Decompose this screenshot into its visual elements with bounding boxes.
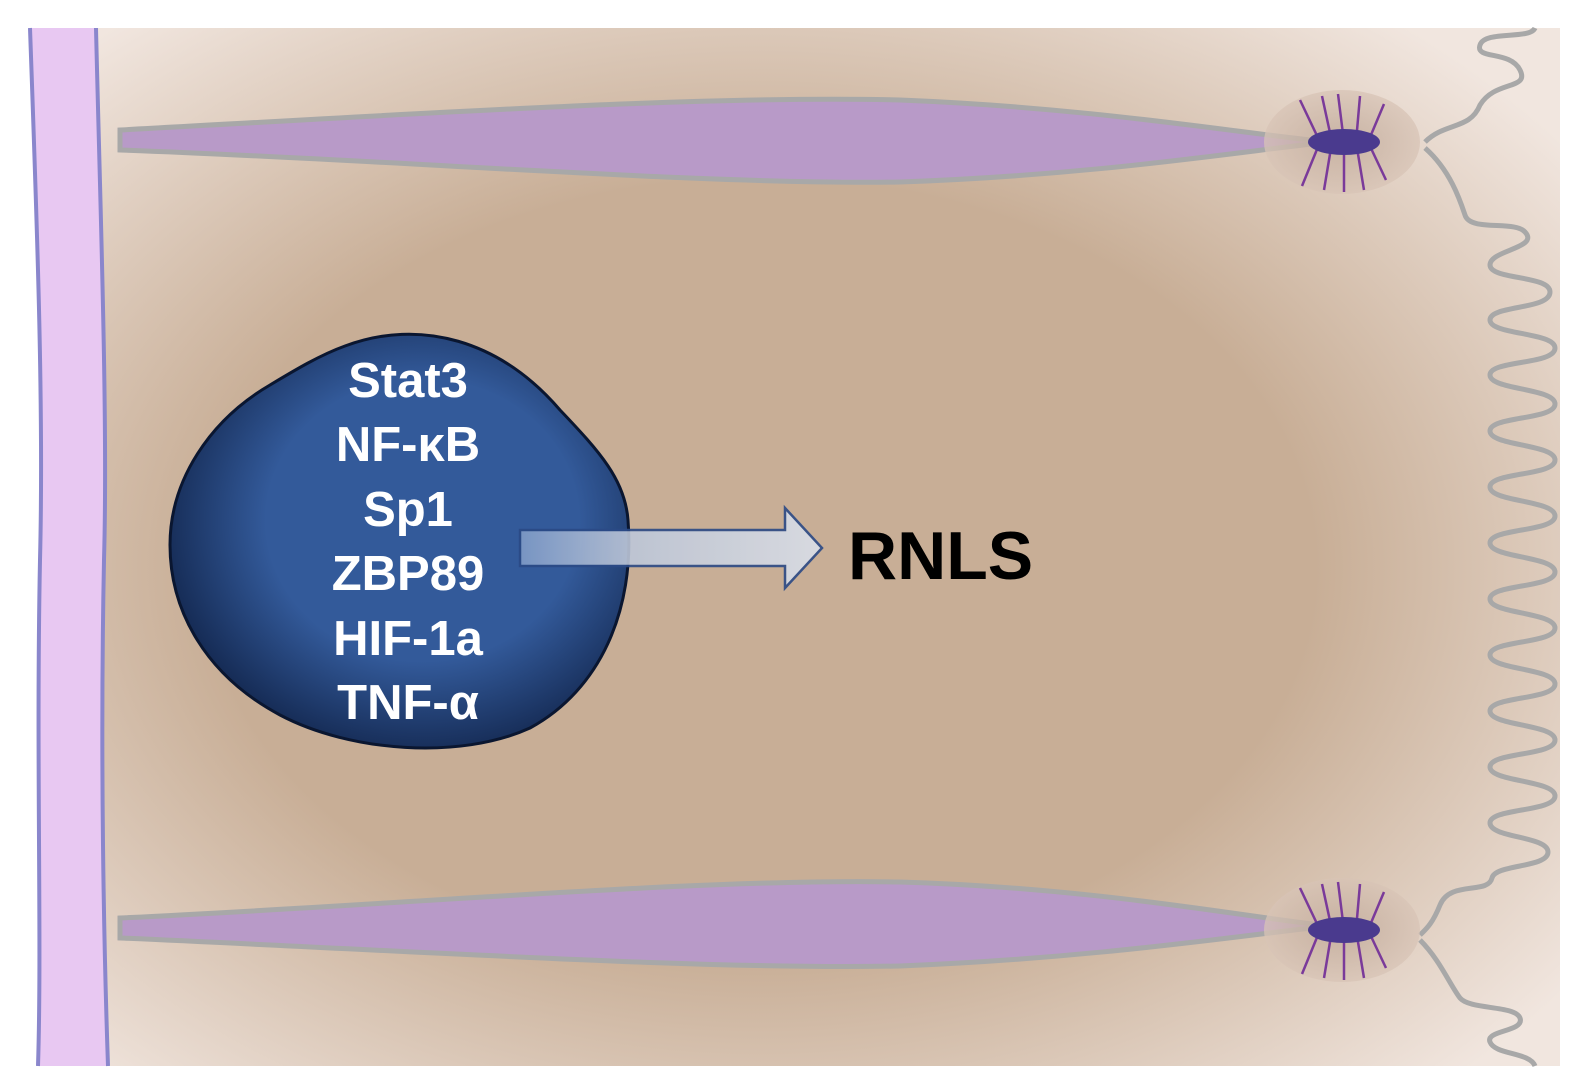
- factor-label-nf-kb: NF-κB: [336, 418, 480, 472]
- basement-membrane-inner-line: [94, 27, 110, 1067]
- factor-label-sp1: Sp1: [363, 483, 453, 537]
- apical-microvilli-main: [1418, 146, 1558, 937]
- factor-label-tnf-a: TNF-α: [337, 676, 479, 730]
- apical-microvilli: [1423, 26, 1538, 144]
- expression-arrow: [518, 504, 824, 592]
- nucleus-factor-list: Stat3 NF-κB Sp1 ZBP89 HIF-1a TNF-α: [332, 354, 485, 730]
- apical-microvilli-lower: [1418, 938, 1538, 1068]
- basement-membrane-outer-line: [28, 27, 44, 1067]
- factor-label-hif-1a: HIF-1a: [333, 612, 484, 666]
- basement-membrane: [30, 28, 108, 1066]
- tight-junction-lower: [1264, 878, 1420, 982]
- tight-junction-upper: [1264, 90, 1420, 194]
- factor-label-stat3: Stat3: [348, 354, 468, 408]
- factor-label-zbp89: ZBP89: [332, 547, 485, 601]
- product-label-rnls: RNLS: [848, 518, 1033, 594]
- nucleus: [168, 332, 631, 750]
